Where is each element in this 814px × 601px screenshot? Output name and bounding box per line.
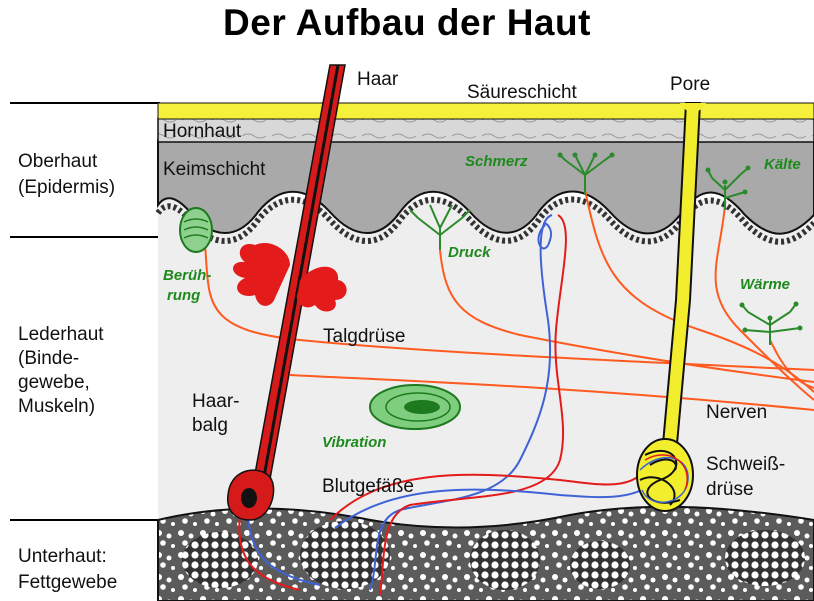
sebaceous-gland-label: Talgdrüse <box>323 326 405 347</box>
warmth-label: Wärme <box>740 276 790 293</box>
subcutis-label-2: Fettgewebe <box>18 572 117 593</box>
hair-follicle-label-2: balg <box>192 415 228 436</box>
touch-label: Berüh- <box>163 267 211 284</box>
hair-label: Haar <box>357 69 399 90</box>
pressure-label: Druck <box>448 244 491 261</box>
epidermis-label-sub: (Epidermis) <box>18 177 115 198</box>
germ-layer-label: Keimschicht <box>163 159 266 180</box>
touch-receptor <box>180 208 212 252</box>
dermis-label: Lederhaut <box>18 324 104 345</box>
vibration-receptor <box>370 385 460 429</box>
subcutis-label: Unterhaut: <box>18 546 107 567</box>
horny-layer <box>158 118 814 142</box>
touch-label-2: rung <box>167 287 200 304</box>
sweat-gland-label: Schweiß- <box>706 454 785 475</box>
horny-layer-label: Hornhaut <box>163 121 242 142</box>
blood-vessels-label: Blutgefäße <box>322 476 414 497</box>
dermis-label-2: (Binde- <box>18 348 79 369</box>
hair-follicle-label: Haar- <box>192 391 240 412</box>
nerves-label: Nerven <box>706 402 767 423</box>
pain-label: Schmerz <box>465 153 528 170</box>
epidermis-label: Oberhaut <box>18 151 98 172</box>
acid-mantle-layer <box>158 103 814 119</box>
sweat-gland-label-2: drüse <box>706 479 754 500</box>
cold-label: Kälte <box>764 156 801 173</box>
dermis-label-4: Muskeln) <box>18 396 95 417</box>
vibration-label: Vibration <box>322 434 386 451</box>
acid-mantle-label: Säureschicht <box>467 82 578 103</box>
pore-label: Pore <box>670 74 710 95</box>
dermis-label-3: gewebe, <box>18 372 90 393</box>
